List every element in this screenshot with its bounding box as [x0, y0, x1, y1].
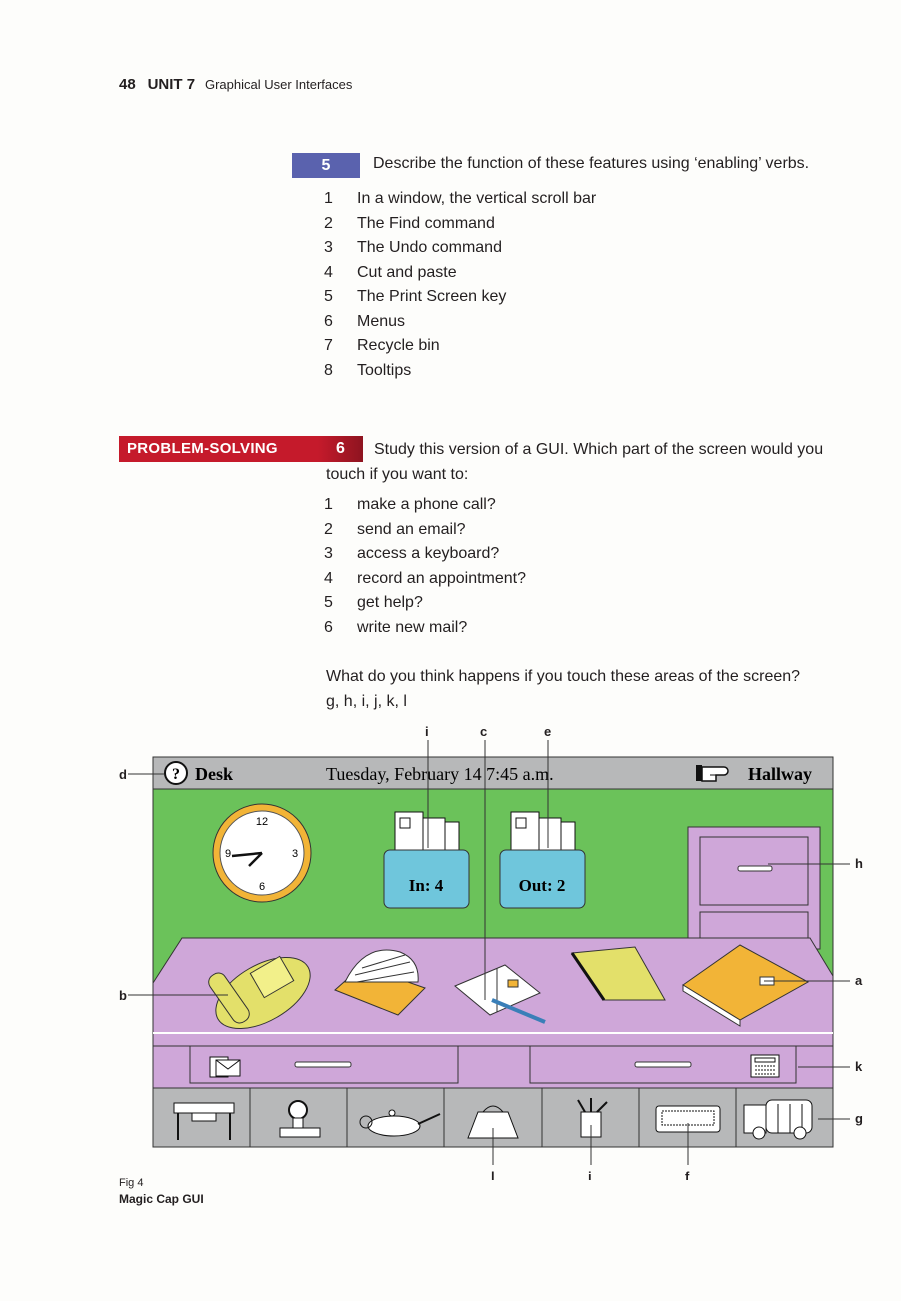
svg-text:9: 9 — [225, 848, 231, 860]
svg-text:6: 6 — [259, 881, 265, 893]
followup-areas: g, h, i, j, k, l — [326, 693, 407, 710]
callout-b: b — [119, 988, 127, 1003]
help-icon: ? — [164, 761, 188, 785]
page-number: 48 — [119, 76, 136, 93]
callout-a: a — [855, 973, 863, 988]
running-header: 48 UNIT 7 Graphical User Interfaces — [119, 76, 352, 93]
stamp-icon — [279, 1100, 321, 1138]
calculator-icon — [750, 1054, 780, 1078]
magic-cap-gui-figure: ? Desk Tuesday, February 14 7:45 a.m. Ha… — [119, 724, 863, 1180]
unit-title: Graphical User Interfaces — [204, 77, 353, 92]
callout-letters: d b i c e h a k g l j f — [119, 724, 863, 1180]
bag-icon — [467, 1105, 519, 1139]
followup-question: What do you think happens if you touch t… — [326, 668, 801, 685]
exercise-6-number: 6 — [318, 436, 363, 462]
callout-i: i — [425, 724, 429, 739]
callout-c: c — [480, 724, 487, 739]
callout-h: h — [855, 856, 863, 871]
in-tray-icon: In: 4 — [383, 811, 470, 909]
exercise-6-instruction: Study this version of a GUI. Which part … — [326, 441, 824, 483]
exercise-6-followup: What do you think happens if you touch t… — [326, 664, 866, 714]
svg-text:3: 3 — [292, 848, 298, 860]
exercise-5-number: 5 — [292, 153, 360, 178]
out-tray-label: Out: 2 — [519, 876, 566, 895]
bottom-toolbar — [152, 1087, 834, 1148]
callout-g: g — [855, 1111, 863, 1126]
garbage-truck-icon — [743, 1099, 813, 1140]
desk-icon — [173, 1102, 235, 1140]
keyboard-icon — [655, 1105, 721, 1133]
gui-title-bar: ? Desk Tuesday, February 14 7:45 a.m. Ha… — [152, 756, 834, 790]
envelope-icon — [209, 1056, 241, 1078]
figure-title: Magic Cap GUI — [119, 1192, 204, 1206]
svg-text:12: 12 — [256, 816, 268, 828]
problem-solving-badge: PROBLEM-SOLVING — [119, 436, 320, 462]
magic-lamp-icon — [359, 1109, 441, 1137]
clock-icon: 12 3 6 9 — [212, 803, 312, 903]
desk-drawers — [152, 1045, 834, 1089]
phone-icon — [208, 955, 311, 1030]
unit-label: UNIT 7 — [147, 76, 196, 93]
desk-label: Desk — [195, 764, 233, 784]
notepad-icon — [570, 946, 666, 1001]
pencil-cup-icon — [577, 1098, 608, 1138]
svg-text:?: ? — [172, 766, 180, 783]
exercise-5-instruction: Describe the function of these features … — [373, 155, 810, 172]
file-cabinet-icon — [687, 826, 821, 950]
pointing-hand-icon — [696, 765, 729, 782]
rolodex-icon — [334, 949, 426, 1016]
callout-f: f — [685, 1169, 690, 1180]
out-tray-icon: Out: 2 — [499, 811, 586, 909]
callout-k: k — [855, 1059, 863, 1074]
in-tray-label: In: 4 — [409, 876, 444, 895]
callout-leaders — [128, 740, 850, 1165]
callout-e: e — [544, 724, 551, 739]
date-time: Tuesday, February 14 7:45 a.m. — [326, 764, 554, 784]
callout-j: j — [587, 1169, 592, 1180]
datebook-icon — [682, 944, 810, 1027]
figure-number: Fig 4 — [119, 1177, 144, 1189]
callout-l: l — [491, 1169, 495, 1180]
callout-d: d — [119, 767, 127, 782]
notebook-pen-icon — [454, 964, 546, 1024]
figure-caption: Fig 4 Magic Cap GUI — [119, 1177, 204, 1206]
hallway-label: Hallway — [748, 764, 812, 784]
